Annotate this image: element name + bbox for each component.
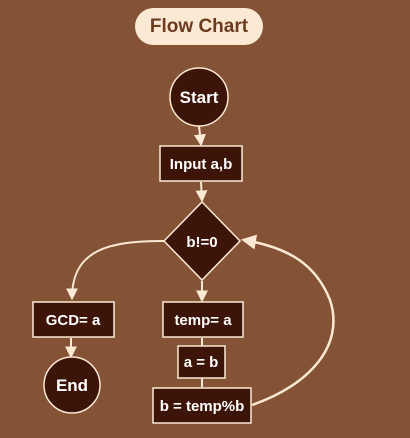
page-title: Flow Chart xyxy=(135,8,263,45)
temp-node xyxy=(162,301,244,338)
gcd-node xyxy=(32,301,115,338)
end-label: End xyxy=(56,376,88,395)
arrow-start-to-input xyxy=(193,125,206,147)
page-title-text: Flow Chart xyxy=(149,15,249,37)
assign-a-label: a = b xyxy=(184,354,219,371)
gcd-label: GCD= a xyxy=(46,312,101,329)
start-label: Start xyxy=(180,88,219,107)
input-label: Input a,b xyxy=(170,156,233,173)
input-node xyxy=(159,145,243,182)
arrow-loop-back-to-condition xyxy=(241,234,335,407)
start-node xyxy=(169,67,229,127)
assign-b-label: b = temp%b xyxy=(160,398,245,415)
arrow-input-to-condition xyxy=(195,181,208,203)
arrow-condition-to-gcd xyxy=(66,240,165,301)
condition-node xyxy=(162,200,242,282)
end-node xyxy=(43,356,101,414)
assign-a-node xyxy=(177,345,226,379)
condition-label: b!=0 xyxy=(186,234,217,251)
assign-b-node xyxy=(152,387,252,424)
temp-label: temp= a xyxy=(174,312,232,329)
